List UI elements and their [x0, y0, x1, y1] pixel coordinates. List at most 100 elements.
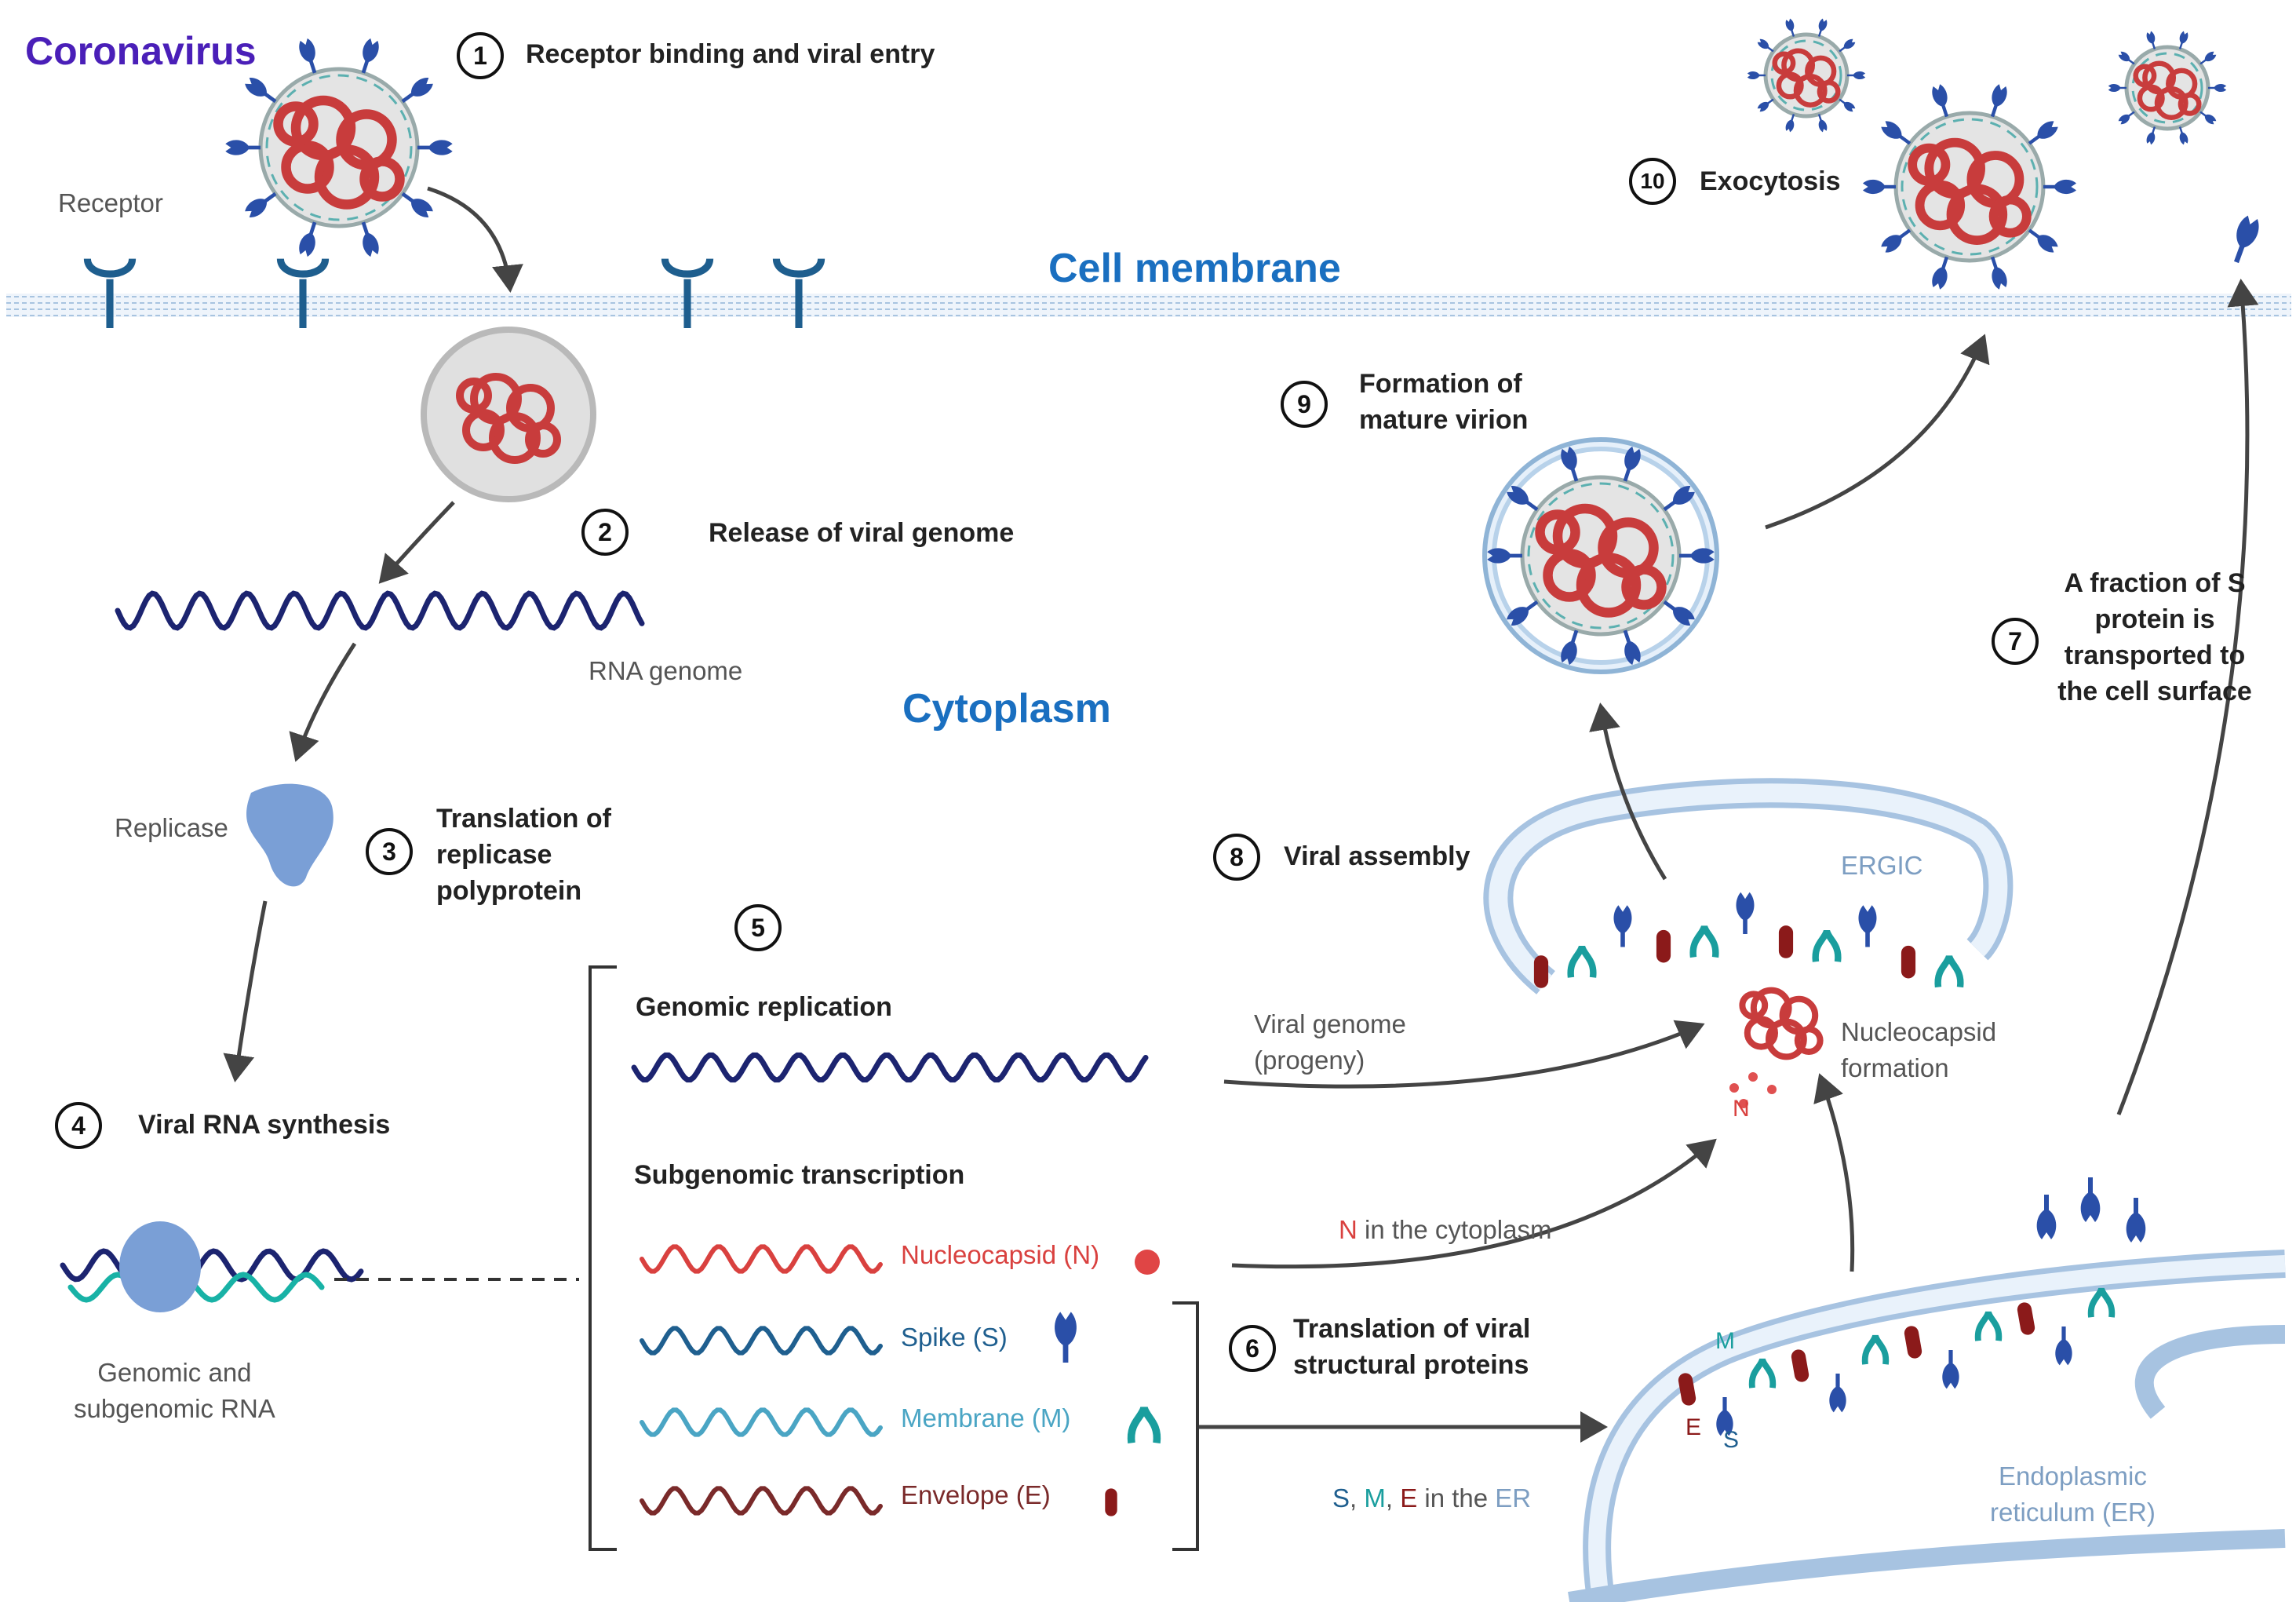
virion-spike	[1835, 95, 1858, 115]
virion-membrane-proteins	[2131, 52, 2203, 124]
assembly-arrow	[1589, 702, 1667, 881]
er-label-sep2: ,	[1385, 1483, 1401, 1513]
virion-membrane-proteins	[1770, 39, 1842, 111]
step-10-badge: 10	[1629, 158, 1676, 205]
ergic-envelope	[1533, 955, 1549, 988]
ergic-spike	[1737, 892, 1755, 934]
nucleocapsid-cluster	[1742, 991, 1820, 1057]
cytoplasm-label: Cytoplasm	[902, 686, 1111, 732]
step-1-badge: 1	[457, 32, 504, 79]
step-6-caption: Translation of viral structural proteins	[1293, 1314, 1531, 1380]
virion-spike	[398, 75, 436, 108]
virion-spike	[1746, 70, 1767, 81]
viral-genome-progeny-label: Viral genome (progeny)	[1254, 1009, 1406, 1075]
receptor-label: Receptor	[58, 188, 163, 217]
virion-spike	[1930, 83, 1953, 119]
step-2-badge: 2	[581, 509, 629, 556]
er-envelope	[1903, 1324, 1923, 1360]
er-exit-spike	[2037, 1195, 2057, 1239]
n-in-cytoplasm-text: in the cytoplasm	[1357, 1215, 1552, 1244]
virion-spike	[1755, 95, 1777, 115]
ergic-m-protein	[1816, 931, 1839, 962]
step-6-badge: 6	[1229, 1325, 1276, 1372]
step-5-bracket	[589, 965, 617, 1551]
er-label-e: E	[1400, 1483, 1418, 1513]
ergic-m-protein	[1571, 947, 1594, 977]
er-label-er: ER	[1495, 1483, 1532, 1513]
virion-spike	[398, 188, 436, 221]
step-3-badge: 3	[366, 828, 413, 875]
virion-spike	[356, 220, 381, 257]
subgenomic-mrna-1	[640, 1326, 883, 1356]
er-spike	[2055, 1326, 2072, 1365]
er-envelope	[2016, 1301, 2036, 1337]
ergic-membrane-inner	[1489, 783, 2008, 991]
genomic-subgenomic-rna-label: Genomic and subgenomic RNA	[74, 1358, 275, 1423]
ergic-envelope	[1778, 925, 1794, 958]
er-label-m: M	[1364, 1483, 1386, 1513]
virion-spike	[242, 75, 280, 108]
virion-spike	[1985, 255, 2009, 291]
virion-spike	[417, 140, 453, 155]
receptor-icon	[87, 259, 132, 328]
virion-spike	[242, 188, 280, 221]
protein-label-membrane: Membrane (M)	[901, 1403, 1071, 1432]
virion-spike	[225, 140, 261, 155]
s-m-e-in-er-label: S, M, E in the ER	[1332, 1480, 1531, 1516]
rna-genome-strand	[115, 590, 645, 631]
virion-spike	[1930, 255, 1953, 291]
replicase-icon	[246, 783, 333, 887]
er-label-mid: in the	[1417, 1483, 1496, 1513]
receptor-icon	[776, 259, 821, 328]
protein-label-spike: Spike (S)	[901, 1323, 1008, 1352]
virion-spike	[1846, 70, 1867, 81]
n-marker-label: N	[1733, 1096, 1750, 1122]
er-fold	[2134, 1325, 2286, 1419]
er-label-sep1: ,	[1350, 1483, 1365, 1513]
n-protein-dot	[1767, 1085, 1777, 1094]
step-1-caption: Receptor binding and viral entry	[526, 39, 935, 69]
protein-label-nucleocapsid: Nucleocapsid (N)	[901, 1240, 1100, 1269]
spike-icon	[1055, 1312, 1077, 1363]
virion-spike	[2043, 180, 2076, 194]
er-label-s: S	[1332, 1483, 1350, 1513]
ergic-envelope	[1656, 929, 1671, 963]
formation-arrow	[1765, 334, 1990, 530]
ergic-spike	[1614, 905, 1632, 947]
er-m-protein	[1752, 1359, 1773, 1388]
er-m-protein	[1978, 1312, 1999, 1341]
er-to-nucleocapsid-arrow	[1813, 1073, 1855, 1272]
synthesis-arrow	[223, 900, 268, 1082]
virion-spike	[356, 37, 381, 75]
genomic-replication-strand	[631, 1052, 1149, 1083]
ergic-m-protein	[1938, 956, 1961, 987]
receptor-icon	[665, 259, 709, 328]
virion-spike	[2116, 108, 2138, 127]
er-s-marker: S	[1723, 1427, 1740, 1453]
membrane-protein-icon	[1132, 1408, 1157, 1443]
receptor-icon	[280, 259, 325, 328]
nucleocapsid-icon	[1135, 1250, 1160, 1275]
release-arrow	[378, 501, 455, 584]
released-virion-small-2	[2107, 29, 2228, 147]
virion-spike	[1755, 36, 1777, 56]
entry-arrow	[427, 186, 523, 293]
nucleocapsid-formation-label: Nucleocapsid formation	[1841, 1017, 1997, 1082]
replicase-label: Replicase	[115, 813, 228, 842]
virion-spike	[2196, 49, 2219, 68]
step-2-caption: Release of viral genome	[709, 518, 1015, 548]
mature-virion	[1482, 437, 1719, 674]
virion-spike	[1879, 119, 1915, 149]
er-exit-spike	[2081, 1177, 2101, 1222]
step-3-caption: Translation of replicase polyprotein	[436, 804, 611, 906]
er-exit-spike	[2127, 1198, 2146, 1243]
n-protein-dot	[1748, 1072, 1758, 1082]
er-m-protein	[2091, 1289, 2112, 1317]
subgenomic-mrna-3	[640, 1486, 883, 1516]
virion-spike	[2025, 119, 2061, 149]
n-protein-dot	[1739, 1099, 1748, 1108]
envelope-icon	[1105, 1488, 1117, 1516]
coronavirus-particle	[225, 37, 452, 257]
er-envelope	[1790, 1348, 1810, 1384]
